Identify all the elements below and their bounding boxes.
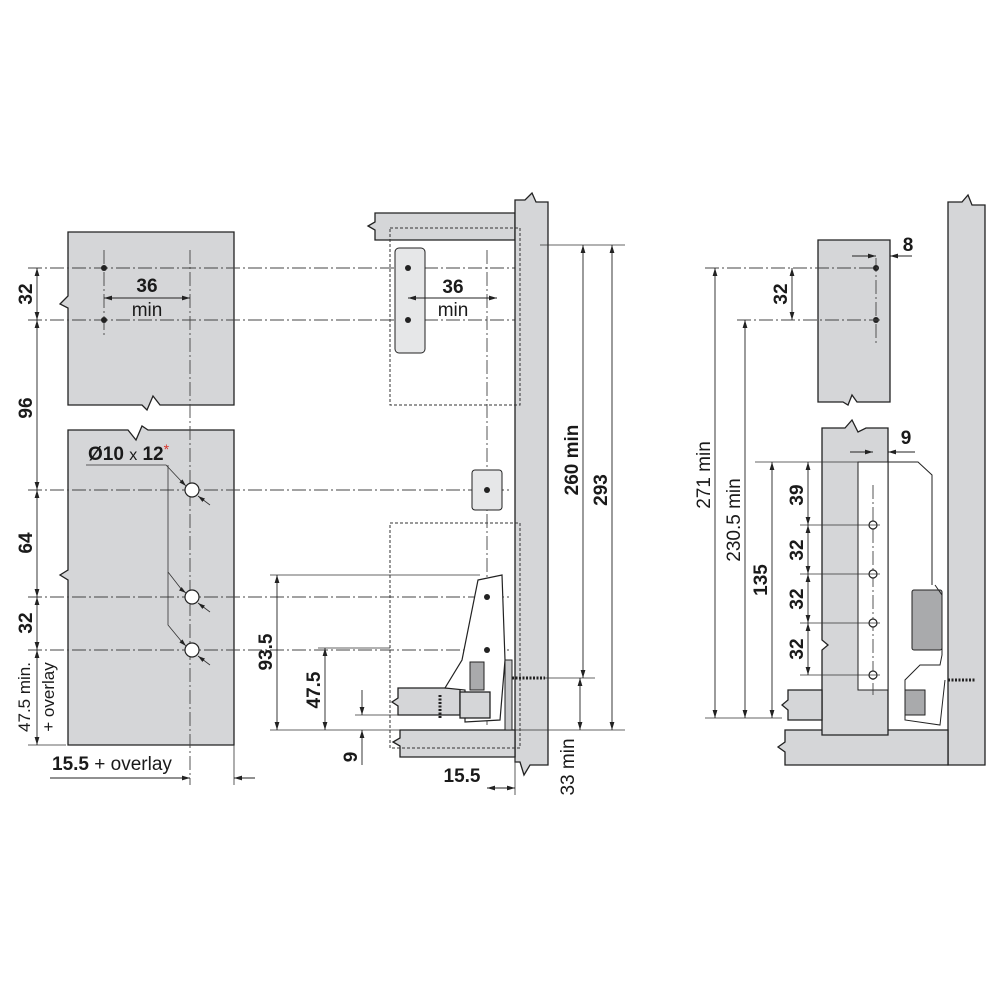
lower-front-panel <box>58 425 235 746</box>
drill-hole <box>184 589 200 605</box>
spacing-36: 36 <box>136 276 157 297</box>
dim-9: 9 <box>901 428 912 449</box>
offset-dimension: 15.5 + overlay <box>52 754 172 775</box>
drill-x: x <box>129 447 137 464</box>
left-view: 32 96 64 32 47.5 min. + overlay 36 min Ø… <box>15 231 520 785</box>
drill-depth: 12 <box>142 444 163 465</box>
spacing-min: min <box>132 300 163 321</box>
dim-32-top: 32 <box>16 283 37 304</box>
dim-271-min: 271 min <box>694 441 715 509</box>
drill-hole <box>184 642 200 658</box>
dim-32-top: 32 <box>771 283 792 304</box>
dim-293: 293 <box>591 474 612 506</box>
upper-front-panel <box>58 231 235 412</box>
upper-front-panel <box>817 239 891 406</box>
bottom-board <box>391 729 516 758</box>
dim-8: 8 <box>903 235 914 256</box>
mounting-plate <box>394 247 426 354</box>
dim-32-c: 32 <box>787 638 808 659</box>
spacing-min: min <box>438 300 469 321</box>
middle-view: 36 min 260 min 293 33 min 93.5 47.5 <box>256 191 625 796</box>
drill-hole <box>184 482 200 498</box>
dim-32-a: 32 <box>787 539 808 560</box>
dim-135: 135 <box>751 564 772 596</box>
drill-diameter: Ø10 <box>88 444 124 465</box>
cabinet-side-panel <box>514 191 549 777</box>
upper-hole <box>101 265 107 271</box>
cabinet-side-panel <box>947 193 986 766</box>
drawer-side-board <box>390 687 461 716</box>
dim-260-min: 260 min <box>562 425 583 496</box>
dim-15-5: 15.5 <box>444 766 481 787</box>
dim-64: 64 <box>16 532 37 554</box>
dim-32-bottom: 32 <box>16 612 37 633</box>
dim-32-b: 32 <box>787 588 808 609</box>
dim-39: 39 <box>787 484 808 505</box>
rail <box>504 659 513 731</box>
bottom-board <box>776 729 949 766</box>
damper-block <box>911 589 943 651</box>
dim-230-5-min: 230.5 min <box>724 478 745 561</box>
drill-asterisk: * <box>164 441 170 457</box>
dim-47-5-min: 47.5 min. <box>15 662 34 732</box>
drill-spec: Ø10 x 12* <box>88 441 170 465</box>
screw-icon <box>438 676 545 718</box>
dim-9: 9 <box>341 752 362 763</box>
right-view: 8 32 9 271 min 230.5 min 135 <box>694 193 986 766</box>
dim-96: 96 <box>16 397 37 418</box>
dim-overlay-note: + overlay <box>39 662 58 732</box>
dim-47-5: 47.5 <box>304 671 325 708</box>
spacing-36: 36 <box>442 277 463 298</box>
dim-33-min: 33 min <box>558 738 579 795</box>
upper-hole <box>101 317 107 323</box>
drawer-bottom <box>780 689 823 721</box>
dim-93-5: 93.5 <box>256 633 277 670</box>
front-bracket <box>443 574 506 723</box>
